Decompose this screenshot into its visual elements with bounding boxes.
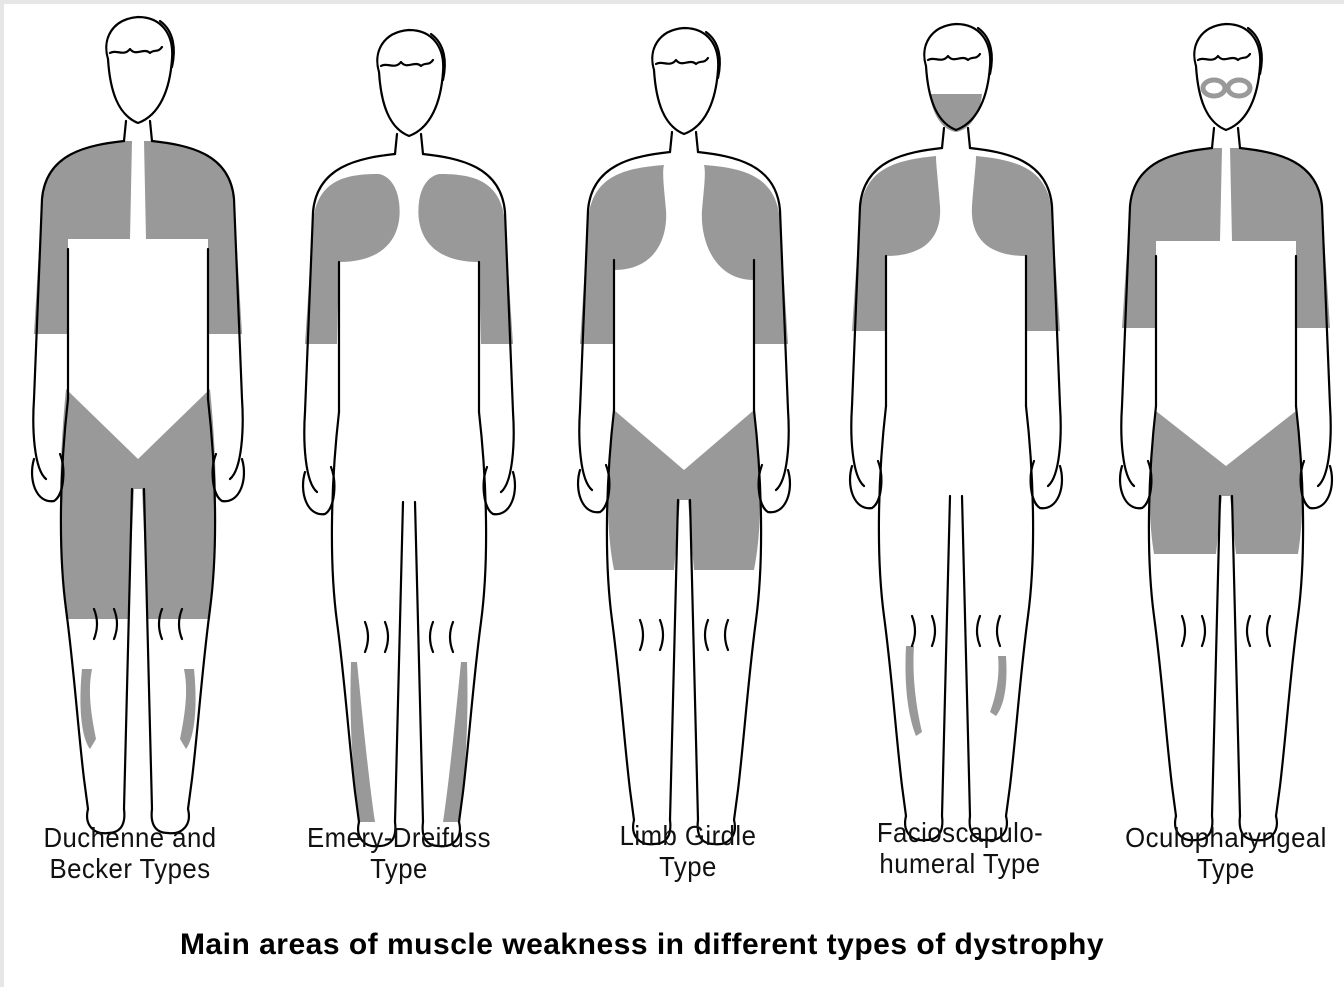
figure-emery-dreifuss (303, 30, 515, 846)
caption-line: Type (289, 853, 510, 884)
shade-shoulders-arms (852, 156, 1060, 331)
caption-duchenne: Duchenne and Becker Types (20, 822, 241, 884)
shade-lower-legs (350, 662, 467, 822)
caption-emery-dreifuss: Emery-Dreifuss Type (289, 822, 510, 884)
caption-line: Duchenne and (20, 822, 241, 853)
shade-shoulders-arms (1122, 148, 1330, 328)
caption-limb-girdle: Limb Girdle Type (578, 820, 799, 882)
shade-calves (80, 669, 195, 749)
shade-shoulders-arms (34, 141, 242, 334)
shade-eyes-glasses (1203, 80, 1250, 96)
figure-limb-girdle (578, 28, 790, 844)
figure-facioscapulohumeral (850, 24, 1062, 840)
figure-oculopharyngeal (1120, 24, 1332, 840)
shade-hips-thighs (608, 410, 760, 570)
shade-upper-arms (305, 174, 513, 344)
shade-hips-thighs (1150, 411, 1303, 554)
caption-line: Type (1116, 853, 1337, 884)
figure-duchenne (32, 17, 244, 833)
diagram-canvas: Duchenne and Becker Types Emery-Dreifuss… (4, 4, 1344, 987)
caption-line: Type (578, 851, 799, 882)
diagram-title: Main areas of muscle weakness in differe… (104, 928, 1180, 962)
shade-shoulders-arms (580, 165, 788, 344)
caption-line: Limb Girdle (578, 820, 799, 851)
caption-line: Oculopharyngeal (1116, 822, 1337, 853)
caption-line: Facioscapulo- (850, 817, 1071, 848)
caption-facioscapulohumeral: Facioscapulo- humeral Type (850, 817, 1071, 879)
shade-lower-legs (905, 646, 1006, 736)
shade-hips-thighs (60, 389, 216, 619)
caption-line: humeral Type (850, 848, 1071, 879)
caption-line: Emery-Dreifuss (289, 822, 510, 853)
caption-line: Becker Types (20, 853, 241, 884)
caption-oculopharyngeal: Oculopharyngeal Type (1116, 822, 1337, 884)
